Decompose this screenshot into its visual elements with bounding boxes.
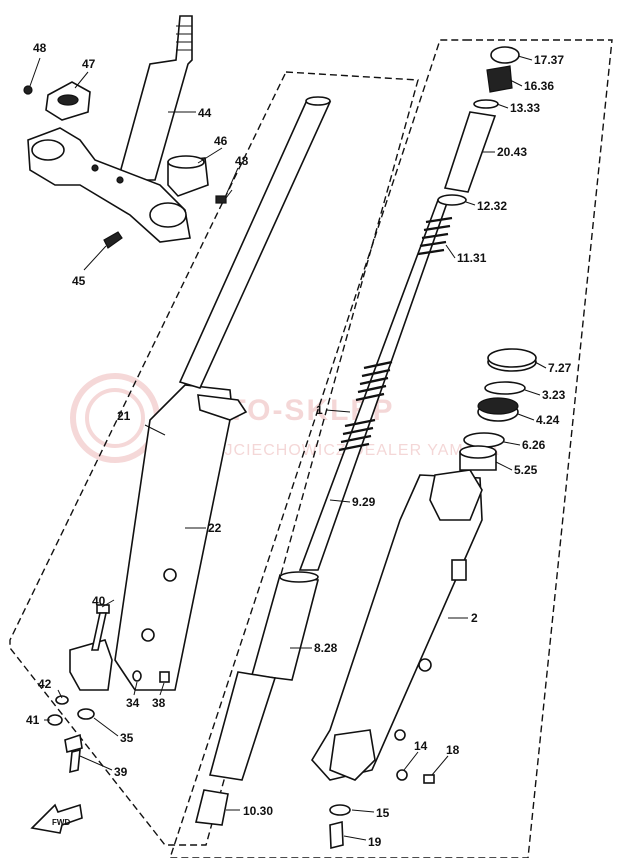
cap-17 — [490, 46, 520, 64]
clamp-46 — [167, 155, 209, 197]
label-14: 14 — [414, 739, 428, 753]
label-38: 38 — [152, 696, 166, 710]
leader-lines — [29, 55, 547, 841]
label-48-right: 48 — [235, 154, 249, 168]
label-41: 41 — [26, 713, 40, 727]
label-18: 18 — [446, 743, 460, 757]
dust-seal-7 — [487, 348, 537, 372]
label-13-33: 13.33 — [510, 101, 540, 115]
fwd-arrow: FWD — [30, 803, 83, 834]
washer-15 — [329, 804, 351, 816]
outer-tube-22 — [69, 384, 248, 691]
label-35: 35 — [120, 731, 134, 745]
bolt-39 — [64, 733, 83, 774]
watermark: MOTO-SKLEP WOJCIECHOWICZ DEALER YAMAHA — [70, 373, 499, 463]
label-40: 40 — [92, 594, 106, 608]
label-4-24: 4.24 — [536, 413, 560, 427]
o-ring-13 — [473, 99, 499, 109]
label-22: 22 — [208, 521, 222, 535]
label-2: 2 — [471, 611, 478, 625]
label-9-29: 9.29 — [352, 495, 376, 509]
spacer-20 — [443, 111, 497, 193]
label-17-37: 17.37 — [534, 53, 564, 67]
spring-11 — [417, 216, 453, 256]
label-7-27: 7.27 — [548, 361, 572, 375]
bolt-45 — [103, 231, 123, 249]
label-15: 15 — [376, 806, 390, 820]
washer-6 — [463, 432, 505, 448]
label-10-30: 10.30 — [243, 804, 273, 818]
label-12-32: 12.32 — [477, 199, 507, 213]
label-48-left: 48 — [33, 41, 47, 55]
fwd-label: FWD — [52, 818, 70, 827]
washer-12 — [437, 194, 467, 206]
label-42: 42 — [38, 677, 52, 691]
rebound-spring — [338, 360, 393, 452]
cap-bolt-16 — [486, 65, 513, 93]
bolt-48-left — [23, 85, 33, 95]
label-21: 21 — [117, 409, 131, 423]
bushing-5 — [459, 445, 497, 471]
bolt-48-right — [215, 189, 233, 204]
piston-10 — [195, 671, 277, 826]
label-1: 1 — [316, 403, 323, 417]
left-fork-assembly-outline — [9, 71, 419, 846]
bolt-40 — [91, 604, 110, 651]
upper-cap-47 — [45, 81, 91, 121]
callout-labels: 48 47 44 46 48 45 17.37 16.36 13.33 20.4… — [26, 41, 572, 849]
label-5-25: 5.25 — [514, 463, 538, 477]
label-34: 34 — [126, 696, 140, 710]
label-44: 44 — [198, 106, 212, 120]
under-bracket — [27, 127, 191, 243]
label-20-43: 20.43 — [497, 145, 527, 159]
inner-tube-9 — [178, 96, 332, 389]
spacer-8 — [250, 571, 320, 681]
right-fork-assembly-outline — [169, 39, 613, 858]
label-46: 46 — [214, 134, 228, 148]
label-39: 39 — [114, 765, 128, 779]
bolt-19 — [329, 820, 344, 850]
outer-tube-2 — [311, 469, 483, 781]
label-16-36: 16.36 — [524, 79, 554, 93]
steering-stem — [116, 15, 193, 181]
oil-seal-4 — [477, 397, 519, 422]
fixing-14-18 — [396, 769, 435, 784]
label-47: 47 — [82, 57, 96, 71]
label-45: 45 — [72, 274, 86, 288]
label-8-28: 8.28 — [314, 641, 338, 655]
label-19: 19 — [368, 835, 382, 849]
label-11-31: 11.31 — [457, 251, 487, 265]
washers-41-42-35 — [47, 695, 95, 726]
label-3-23: 3.23 — [542, 388, 566, 402]
clip-3 — [484, 381, 526, 395]
screws-34-38 — [132, 670, 170, 683]
label-6-26: 6.26 — [522, 438, 546, 452]
